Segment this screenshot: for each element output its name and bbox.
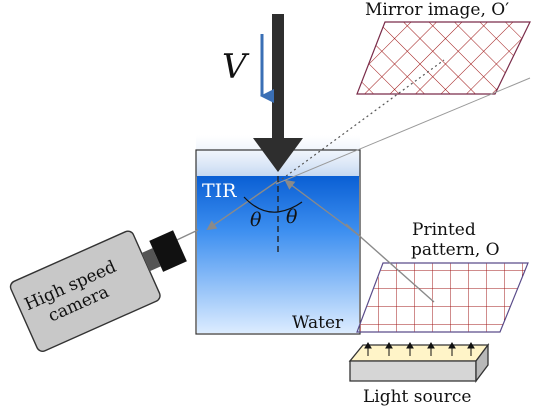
water-label: Water	[292, 313, 344, 333]
camera-icon	[9, 230, 187, 352]
printed-pattern-label-1: Printed	[412, 220, 476, 240]
angle-arc-right	[277, 201, 303, 213]
theta-right-label: θ	[286, 206, 298, 228]
theta-left-label: θ	[250, 209, 262, 231]
mirror-image-pattern	[356, 21, 531, 95]
down-arrow-icon	[253, 14, 303, 172]
printed-pattern-label-2: pattern, O	[411, 240, 500, 260]
light-source-icon	[348, 342, 490, 383]
velocity-label: V	[222, 47, 250, 87]
water-body	[197, 176, 359, 333]
light-source-label: Light source	[363, 387, 471, 407]
tir-label: TIR	[202, 180, 237, 202]
mirror-image-label: Mirror image, O′	[365, 0, 509, 20]
water-tank	[195, 149, 361, 335]
printed-pattern-grid	[356, 262, 529, 333]
light-rays	[159, 59, 531, 303]
angle-arc-left	[243, 196, 279, 213]
